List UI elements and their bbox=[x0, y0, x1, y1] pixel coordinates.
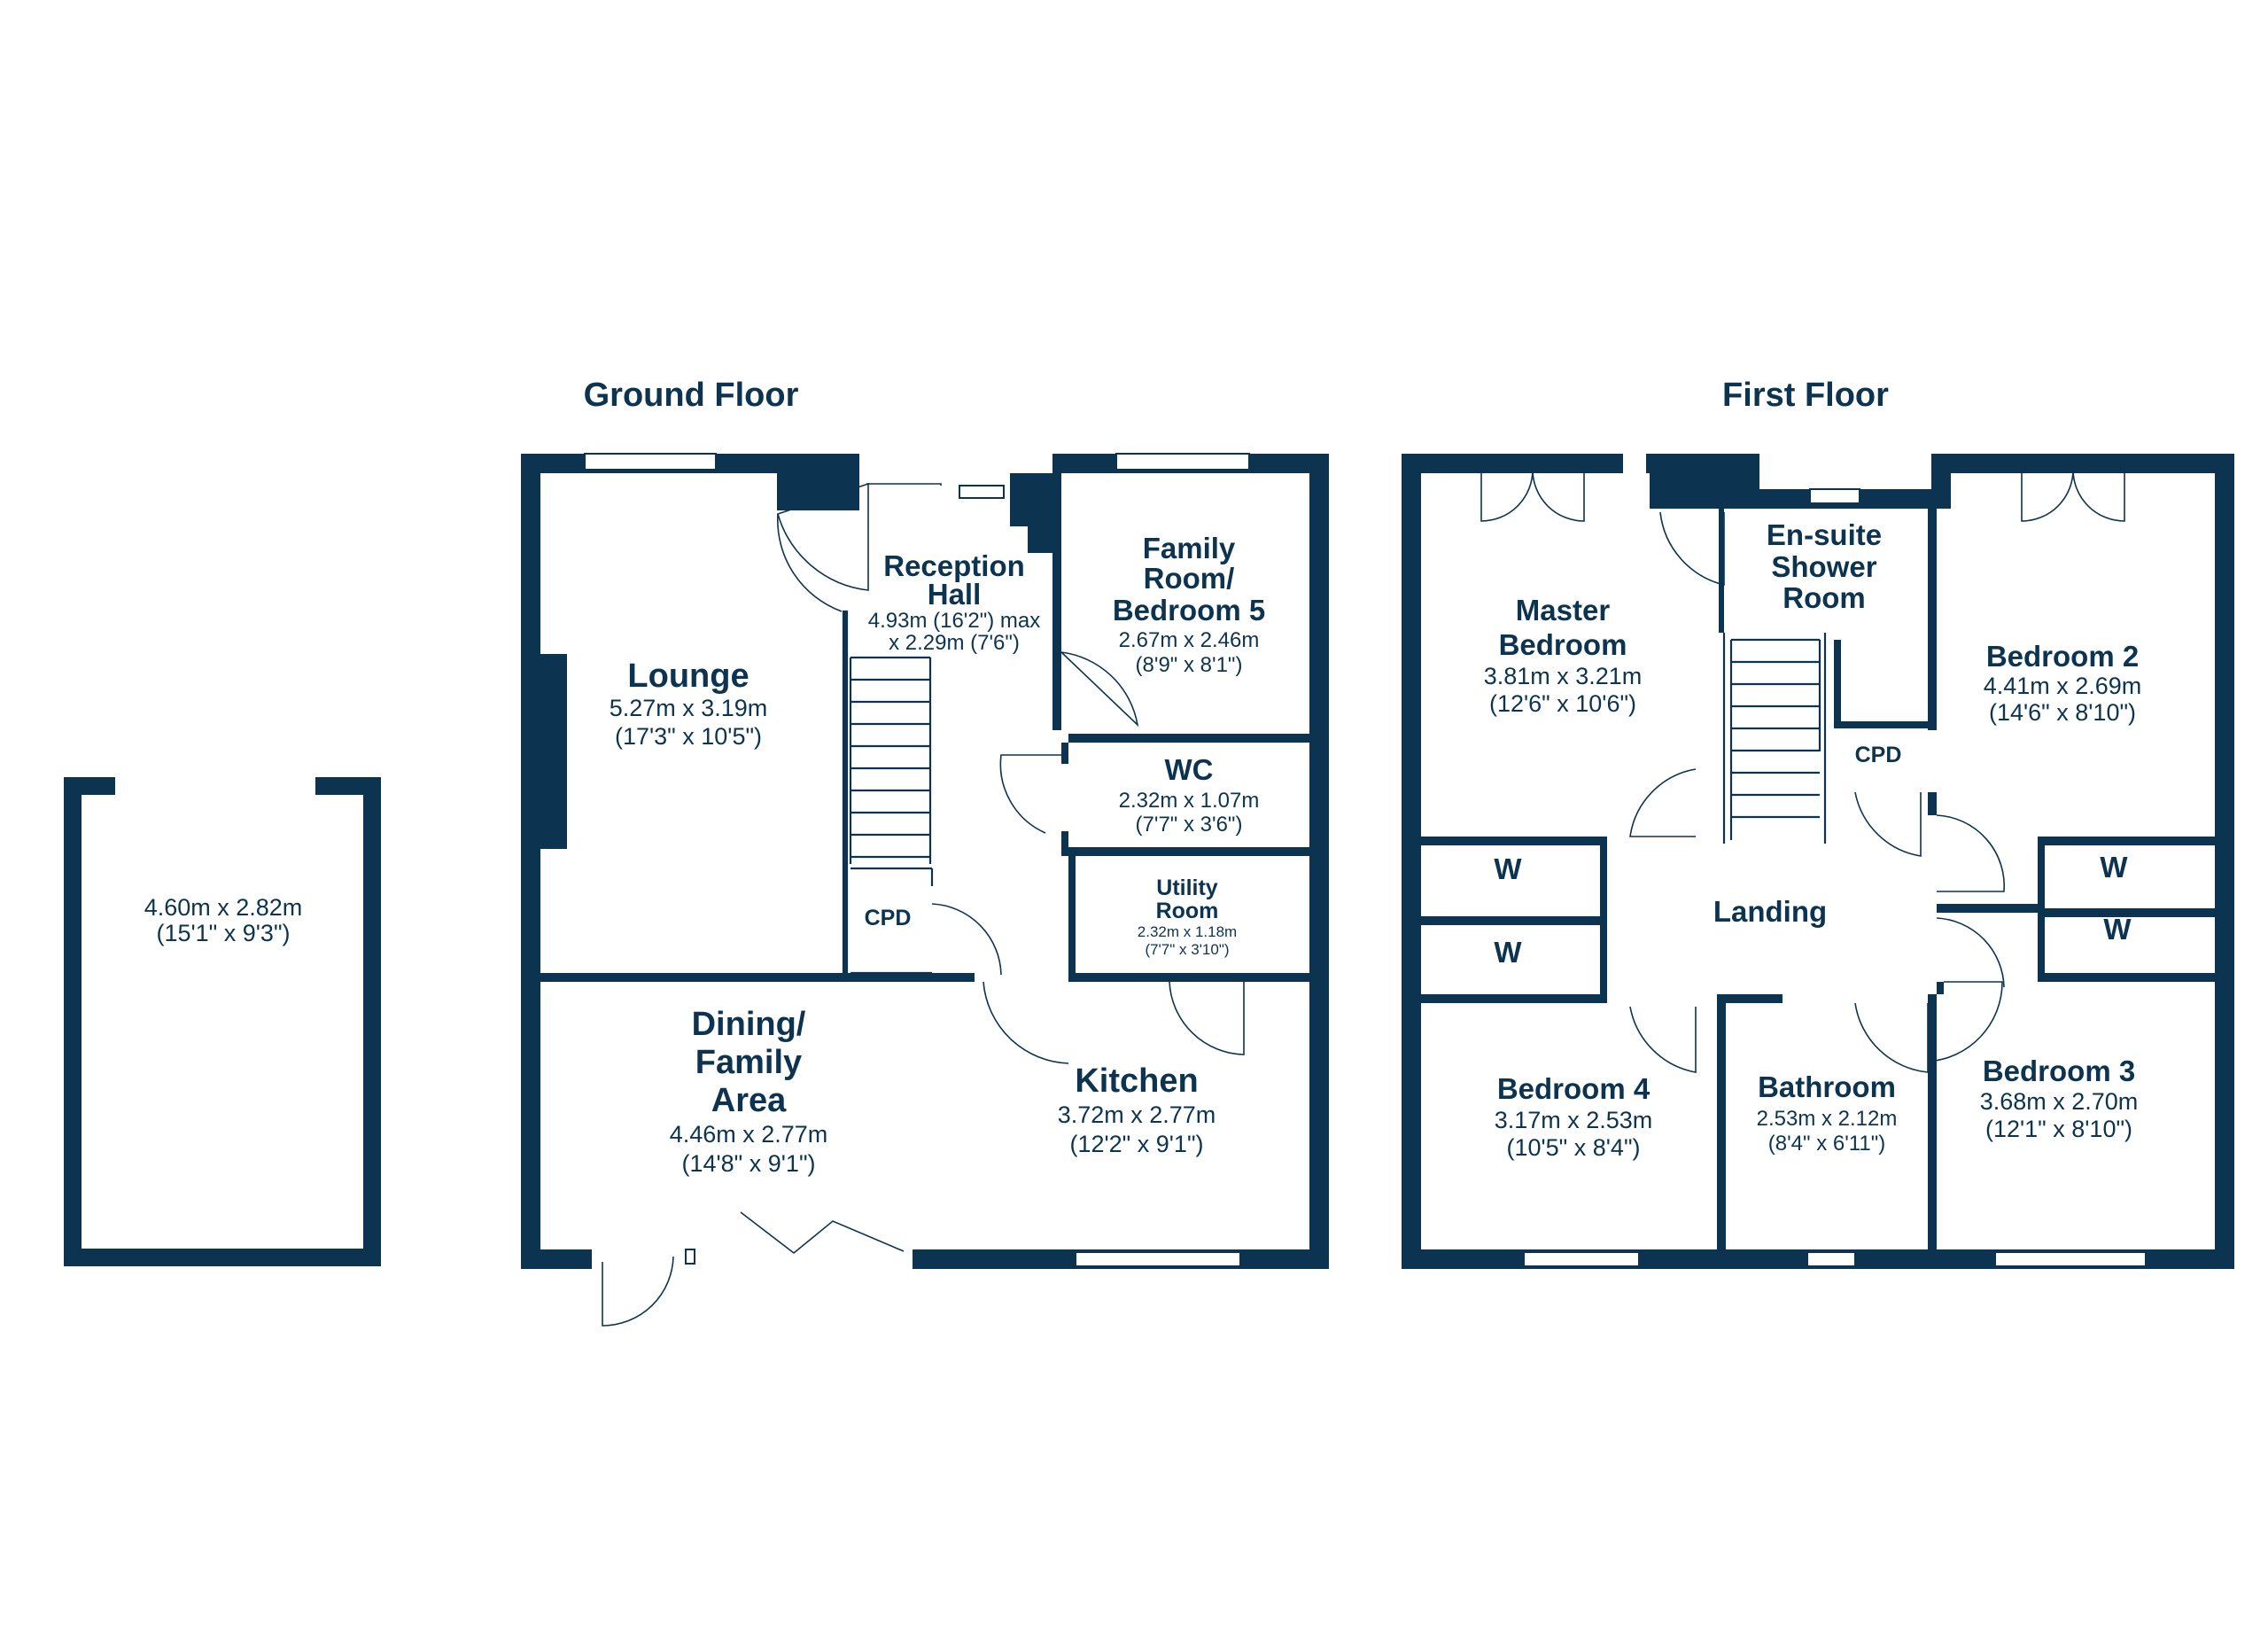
first-floor: First Floor bbox=[1402, 377, 2234, 1269]
ground-floor: Ground Floor bbox=[521, 377, 1329, 1327]
bathroom-dim-metric: 2.53m x 2.12m bbox=[1757, 1107, 1898, 1131]
door-swing bbox=[999, 754, 1068, 834]
wardrobe-label: W bbox=[2100, 851, 2128, 883]
dining-label-2: Family bbox=[695, 1044, 802, 1081]
ground-floor-title: Ground Floor bbox=[584, 377, 799, 414]
dining-label-1: Dining/ bbox=[692, 1006, 806, 1043]
ensuite-label-2: Shower bbox=[1771, 550, 1876, 583]
bedroom-4-dim-imperial: (10'5" x 8'4") bbox=[1506, 1134, 1640, 1161]
lounge-label: Lounge bbox=[627, 658, 749, 695]
door-swing bbox=[777, 482, 869, 591]
kitchen-dim-metric: 3.72m x 2.77m bbox=[1058, 1101, 1216, 1128]
bedroom-2-label: Bedroom 2 bbox=[1986, 640, 2139, 673]
dining-dim-metric: 4.46m x 2.77m bbox=[670, 1121, 828, 1148]
bedroom-3-dim-metric: 3.68m x 2.70m bbox=[1980, 1088, 2139, 1115]
wardrobe-label: W bbox=[2103, 913, 2132, 946]
family-room-label-3: Bedroom 5 bbox=[1113, 594, 1265, 627]
family-room-label-1: Family bbox=[1143, 532, 1236, 564]
wardrobe-label: W bbox=[1494, 936, 1522, 969]
utility-label-2: Room bbox=[1156, 899, 1219, 923]
first-floor-title: First Floor bbox=[1722, 377, 1889, 414]
wc-dim-metric: 2.32m x 1.07m bbox=[1119, 789, 1260, 813]
family-room-label-2: Room/ bbox=[1144, 562, 1235, 595]
dining-dim-imperial: (14'8" x 9'1") bbox=[681, 1150, 815, 1177]
garage-dim-imperial: (15'1" x 9'3") bbox=[156, 920, 290, 946]
wc-label: WC bbox=[1165, 753, 1214, 786]
bedroom-4-label: Bedroom 4 bbox=[1497, 1072, 1651, 1105]
reception-hall-label-1: Reception bbox=[883, 549, 1025, 582]
bedroom-2-dim-metric: 4.41m x 2.69m bbox=[1984, 673, 2142, 699]
landing-label: Landing bbox=[1713, 895, 1827, 928]
master-bedroom-label-2: Bedroom bbox=[1499, 628, 1627, 661]
door-swing bbox=[931, 903, 1002, 976]
door-swing bbox=[1169, 981, 1245, 1055]
family-room-dim-metric: 2.67m x 2.46m bbox=[1119, 628, 1260, 652]
lounge-dim-imperial: (17'3" x 10'5") bbox=[615, 723, 762, 750]
door-swing bbox=[983, 981, 1069, 1064]
reception-hall-dim-1: 4.93m (16'2") max bbox=[868, 609, 1041, 633]
stairs bbox=[849, 656, 932, 864]
master-bedroom-dim-imperial: (12'6" x 10'6") bbox=[1489, 690, 1636, 717]
bedroom-3-label: Bedroom 3 bbox=[1983, 1055, 2135, 1087]
ensuite-label-3: Room bbox=[1783, 581, 1866, 614]
door-swing bbox=[777, 513, 843, 612]
wardrobe-label: W bbox=[1494, 852, 1522, 885]
reception-hall-label-2: Hall bbox=[928, 578, 982, 611]
bathroom-label: Bathroom bbox=[1758, 1070, 1896, 1103]
utility-label-1: Utility bbox=[1156, 876, 1218, 900]
bedroom-3-dim-imperial: (12'1" x 8'10") bbox=[1985, 1116, 2132, 1142]
family-room-dim-imperial: (8'9" x 8'1") bbox=[1136, 653, 1243, 677]
garage: 4.60m x 2.82m (15'1" x 9'3") bbox=[64, 777, 381, 1266]
door-swing bbox=[1060, 651, 1139, 728]
bedroom-2-dim-imperial: (14'6" x 8'10") bbox=[1989, 699, 2136, 726]
wall bbox=[1309, 454, 1329, 1269]
cpd-label: CPD bbox=[865, 906, 912, 930]
lounge-dim-metric: 5.27m x 3.19m bbox=[610, 695, 768, 721]
bathroom-dim-imperial: (8'4" x 6'11") bbox=[1768, 1132, 1885, 1156]
kitchen-label: Kitchen bbox=[1075, 1062, 1198, 1100]
wall bbox=[521, 454, 540, 1269]
dining-label-3: Area bbox=[711, 1082, 787, 1119]
wc-dim-imperial: (7'7" x 3'6") bbox=[1136, 813, 1243, 837]
garage-dim-metric: 4.60m x 2.82m bbox=[144, 894, 303, 921]
ensuite-label-1: En-suite bbox=[1767, 518, 1882, 551]
bifold-door bbox=[740, 1211, 905, 1255]
master-bedroom-label-1: Master bbox=[1516, 594, 1611, 627]
door-swing bbox=[602, 1256, 674, 1327]
cpd-label: CPD bbox=[1855, 743, 1902, 767]
bedroom-4-dim-metric: 3.17m x 2.53m bbox=[1495, 1107, 1653, 1133]
reception-hall-dim-2: x 2.29m (7'6") bbox=[889, 631, 1020, 655]
utility-dim-metric: 2.32m x 1.18m bbox=[1138, 923, 1237, 940]
utility-dim-imperial: (7'7" x 3'10") bbox=[1145, 941, 1229, 958]
master-bedroom-dim-metric: 3.81m x 3.21m bbox=[1484, 663, 1643, 689]
kitchen-dim-imperial: (12'2" x 9'1") bbox=[1069, 1131, 1203, 1157]
stairs bbox=[1729, 638, 1821, 840]
